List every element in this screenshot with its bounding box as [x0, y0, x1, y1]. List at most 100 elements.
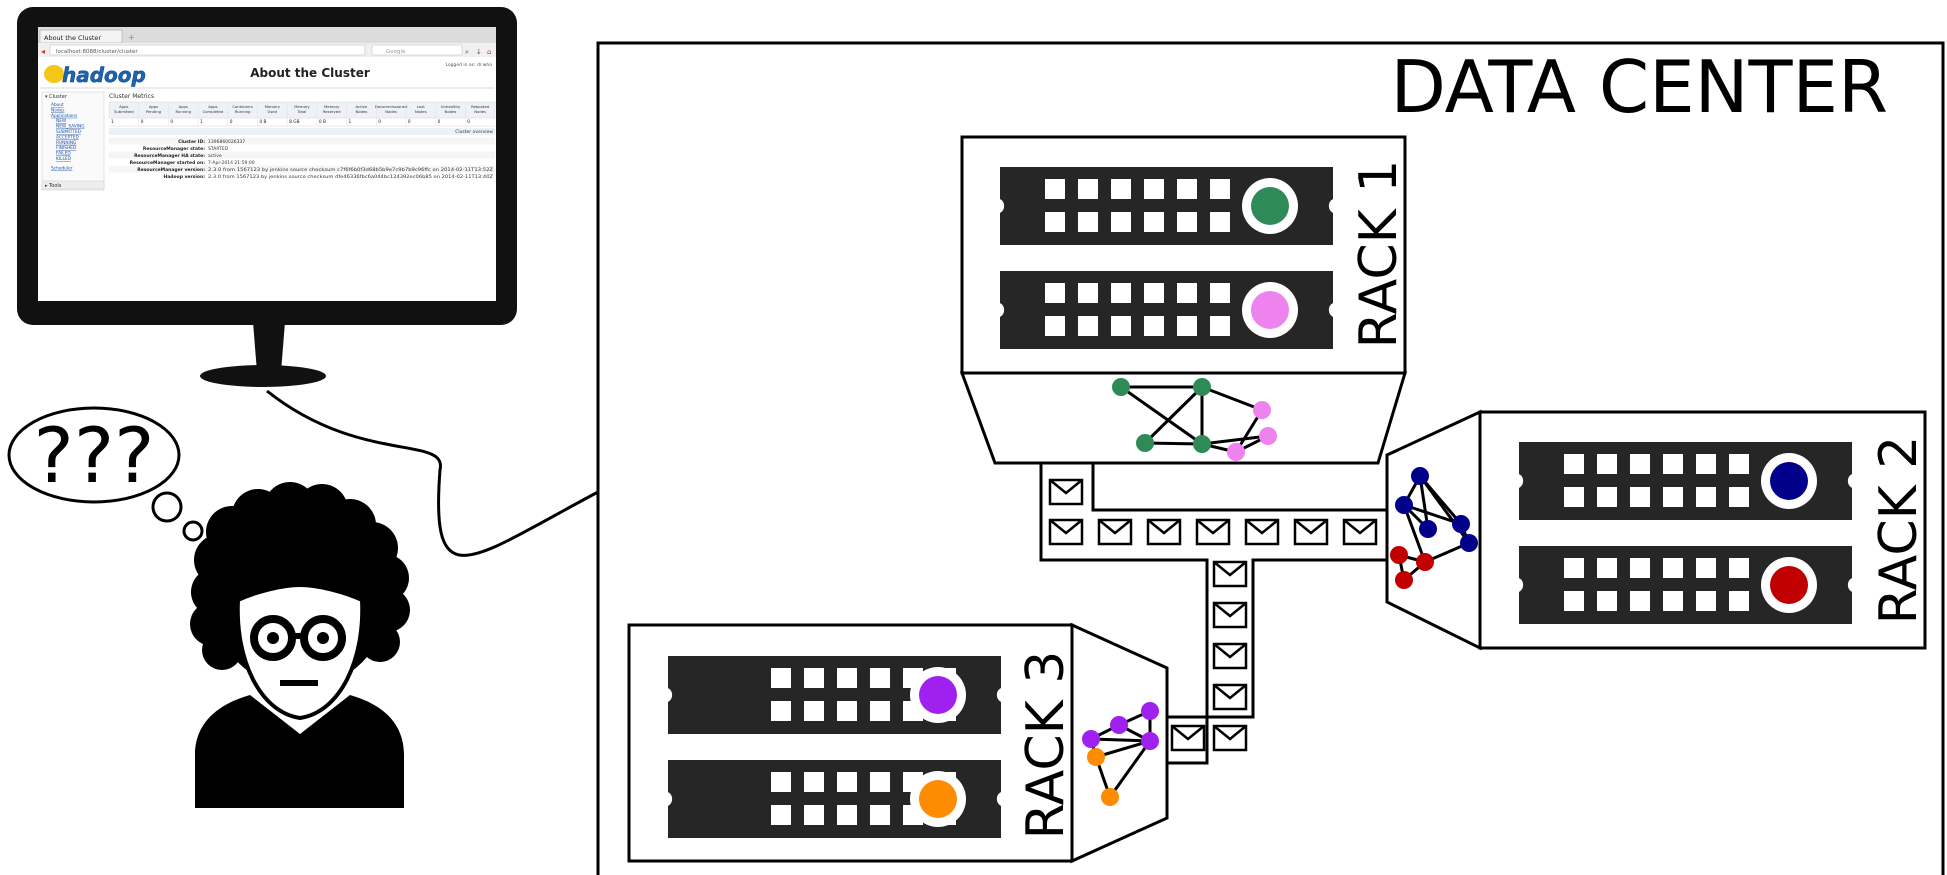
metrics-value: 1	[349, 119, 352, 125]
metrics-value: 0	[408, 119, 411, 125]
overview-value: 2.3.0 from 1567123 by jenkins source che…	[208, 174, 493, 180]
message-icon	[1172, 726, 1204, 750]
metrics-value: 0	[467, 119, 470, 125]
message-icon	[1197, 520, 1229, 544]
logged-in-text: Logged in as: dr.who	[445, 62, 492, 68]
metrics-title: Cluster Metrics	[109, 93, 154, 100]
server-status-led	[919, 676, 957, 714]
rack-1: RACK 1	[962, 137, 1409, 463]
rack-1-label: RACK 1	[1349, 160, 1409, 349]
back-icon[interactable]: ◂	[41, 47, 45, 56]
overview-key: ResourceManager version:	[137, 167, 205, 173]
sidebar-link[interactable]: NEW	[56, 118, 67, 124]
message-icon	[1214, 644, 1246, 668]
message-icon	[1214, 726, 1246, 750]
sidebar-link[interactable]: ACCEPTED	[56, 134, 80, 140]
metrics-value: 0	[230, 119, 233, 125]
server-status-led	[1770, 462, 1808, 500]
metrics-header: Pending	[146, 109, 162, 114]
confused-user	[190, 482, 410, 808]
sidebar-link[interactable]: Applications	[51, 113, 78, 119]
metrics-header: Submitted	[114, 109, 134, 114]
sidebar-link[interactable]: Nodes	[51, 107, 65, 113]
message-icon	[1214, 603, 1246, 627]
sidebar-link[interactable]: KILLED	[56, 156, 72, 162]
message-icon	[1246, 520, 1278, 544]
rack-3-server-1	[668, 656, 1001, 734]
home-icon[interactable]: ⌂	[487, 48, 491, 56]
sidebar-link[interactable]: FINISHED	[56, 145, 77, 151]
message-icon	[1148, 520, 1180, 544]
message-icon	[1099, 520, 1131, 544]
server-status-led	[1251, 187, 1289, 225]
overview-value: STARTED	[208, 146, 229, 152]
sidebar-link[interactable]: About	[51, 102, 64, 108]
message-icon	[1050, 520, 1082, 544]
thought-bubble: ???	[9, 408, 202, 540]
metrics-header: Nodes	[385, 109, 397, 114]
overview-value: active	[208, 153, 222, 159]
rack-2-label: RACK 2	[1869, 436, 1929, 625]
sidebar-link[interactable]: NEW_SAVING	[56, 124, 85, 130]
metrics-value: 8 GB	[289, 119, 299, 125]
sidebar-tools-header[interactable]: ▸ Tools	[45, 183, 62, 189]
new-tab-button[interactable]: +	[128, 33, 135, 42]
overview-key: Cluster ID:	[178, 139, 205, 145]
metrics-header: Nodes	[445, 109, 457, 114]
metrics-header: Nodes	[415, 109, 427, 114]
hadoop-web-ui: About the Cluster + ◂ localhost:8088/clu…	[38, 27, 496, 301]
rack-1-server-2	[1000, 271, 1333, 349]
rack-3-label: RACK 3	[1016, 651, 1076, 840]
overview-title: Cluster overview	[455, 129, 493, 135]
sidebar-cluster-header[interactable]: ▾ Cluster	[45, 94, 68, 100]
metrics-value: 0	[438, 119, 441, 125]
metrics-value: 1	[111, 119, 114, 125]
message-icon	[1344, 520, 1376, 544]
metrics-header: Running	[235, 109, 251, 114]
message-icon	[1214, 685, 1246, 709]
download-icon[interactable]: ↓	[476, 48, 482, 56]
metrics-header: Nodes	[474, 109, 486, 114]
metrics-header: Reserved	[323, 109, 341, 114]
server-status-led	[919, 780, 957, 818]
metrics-value: 0	[378, 119, 381, 125]
metrics-header: Total	[297, 109, 307, 114]
sidebar-link[interactable]: SUBMITTED	[56, 129, 82, 135]
sidebar: ▾ Cluster AboutNodesApplicationsNEWNEW_S…	[42, 92, 104, 190]
metrics-value: 0	[170, 119, 173, 125]
sidebar-link[interactable]: FAILED	[56, 151, 71, 157]
rack-2: RACK 2	[1387, 412, 1929, 648]
metrics-value: 0	[141, 119, 144, 125]
thought-text: ???	[33, 411, 154, 500]
overview-value: 2.3.0 from 1567123 by jenkins source che…	[208, 167, 493, 173]
metrics-header: Running	[175, 109, 191, 114]
message-icon	[1050, 480, 1082, 504]
page-title: About the Cluster	[250, 66, 370, 80]
overview-key: ResourceManager state:	[143, 146, 205, 152]
server-status-led	[1770, 566, 1808, 604]
browser-tab-title[interactable]: About the Cluster	[44, 34, 101, 42]
overview-key: Hadoop version:	[163, 174, 205, 180]
message-icon	[1214, 562, 1246, 586]
search-icon[interactable]: ⌕	[465, 48, 469, 56]
search-placeholder: Google	[386, 49, 406, 55]
metrics-header: Used	[268, 109, 278, 114]
metrics-header: Completed	[203, 109, 224, 114]
overview-key: ResourceManager started on:	[130, 160, 206, 166]
sidebar-link[interactable]: Scheduler	[51, 165, 73, 171]
metrics-value: 1	[200, 119, 203, 125]
sidebar-link[interactable]: RUNNING	[56, 140, 76, 146]
overview-key: ResourceManager HA state:	[134, 153, 205, 159]
monitor-base	[200, 365, 326, 387]
message-icon	[1295, 520, 1327, 544]
svg-text:hadoop: hadoop	[62, 63, 146, 87]
rack-2-server-1	[1519, 442, 1852, 520]
address-url: localhost:8088/cluster/cluster	[56, 49, 138, 55]
overview-value: 1396860026337	[208, 139, 245, 145]
overview-value: 7-Apr-2014 21:59:00	[208, 160, 255, 166]
rack-3: RACK 3	[629, 625, 1167, 861]
metrics-header: Nodes	[355, 109, 367, 114]
data-center-title: DATA CENTER	[1391, 45, 1889, 129]
server-status-led	[1251, 291, 1289, 329]
